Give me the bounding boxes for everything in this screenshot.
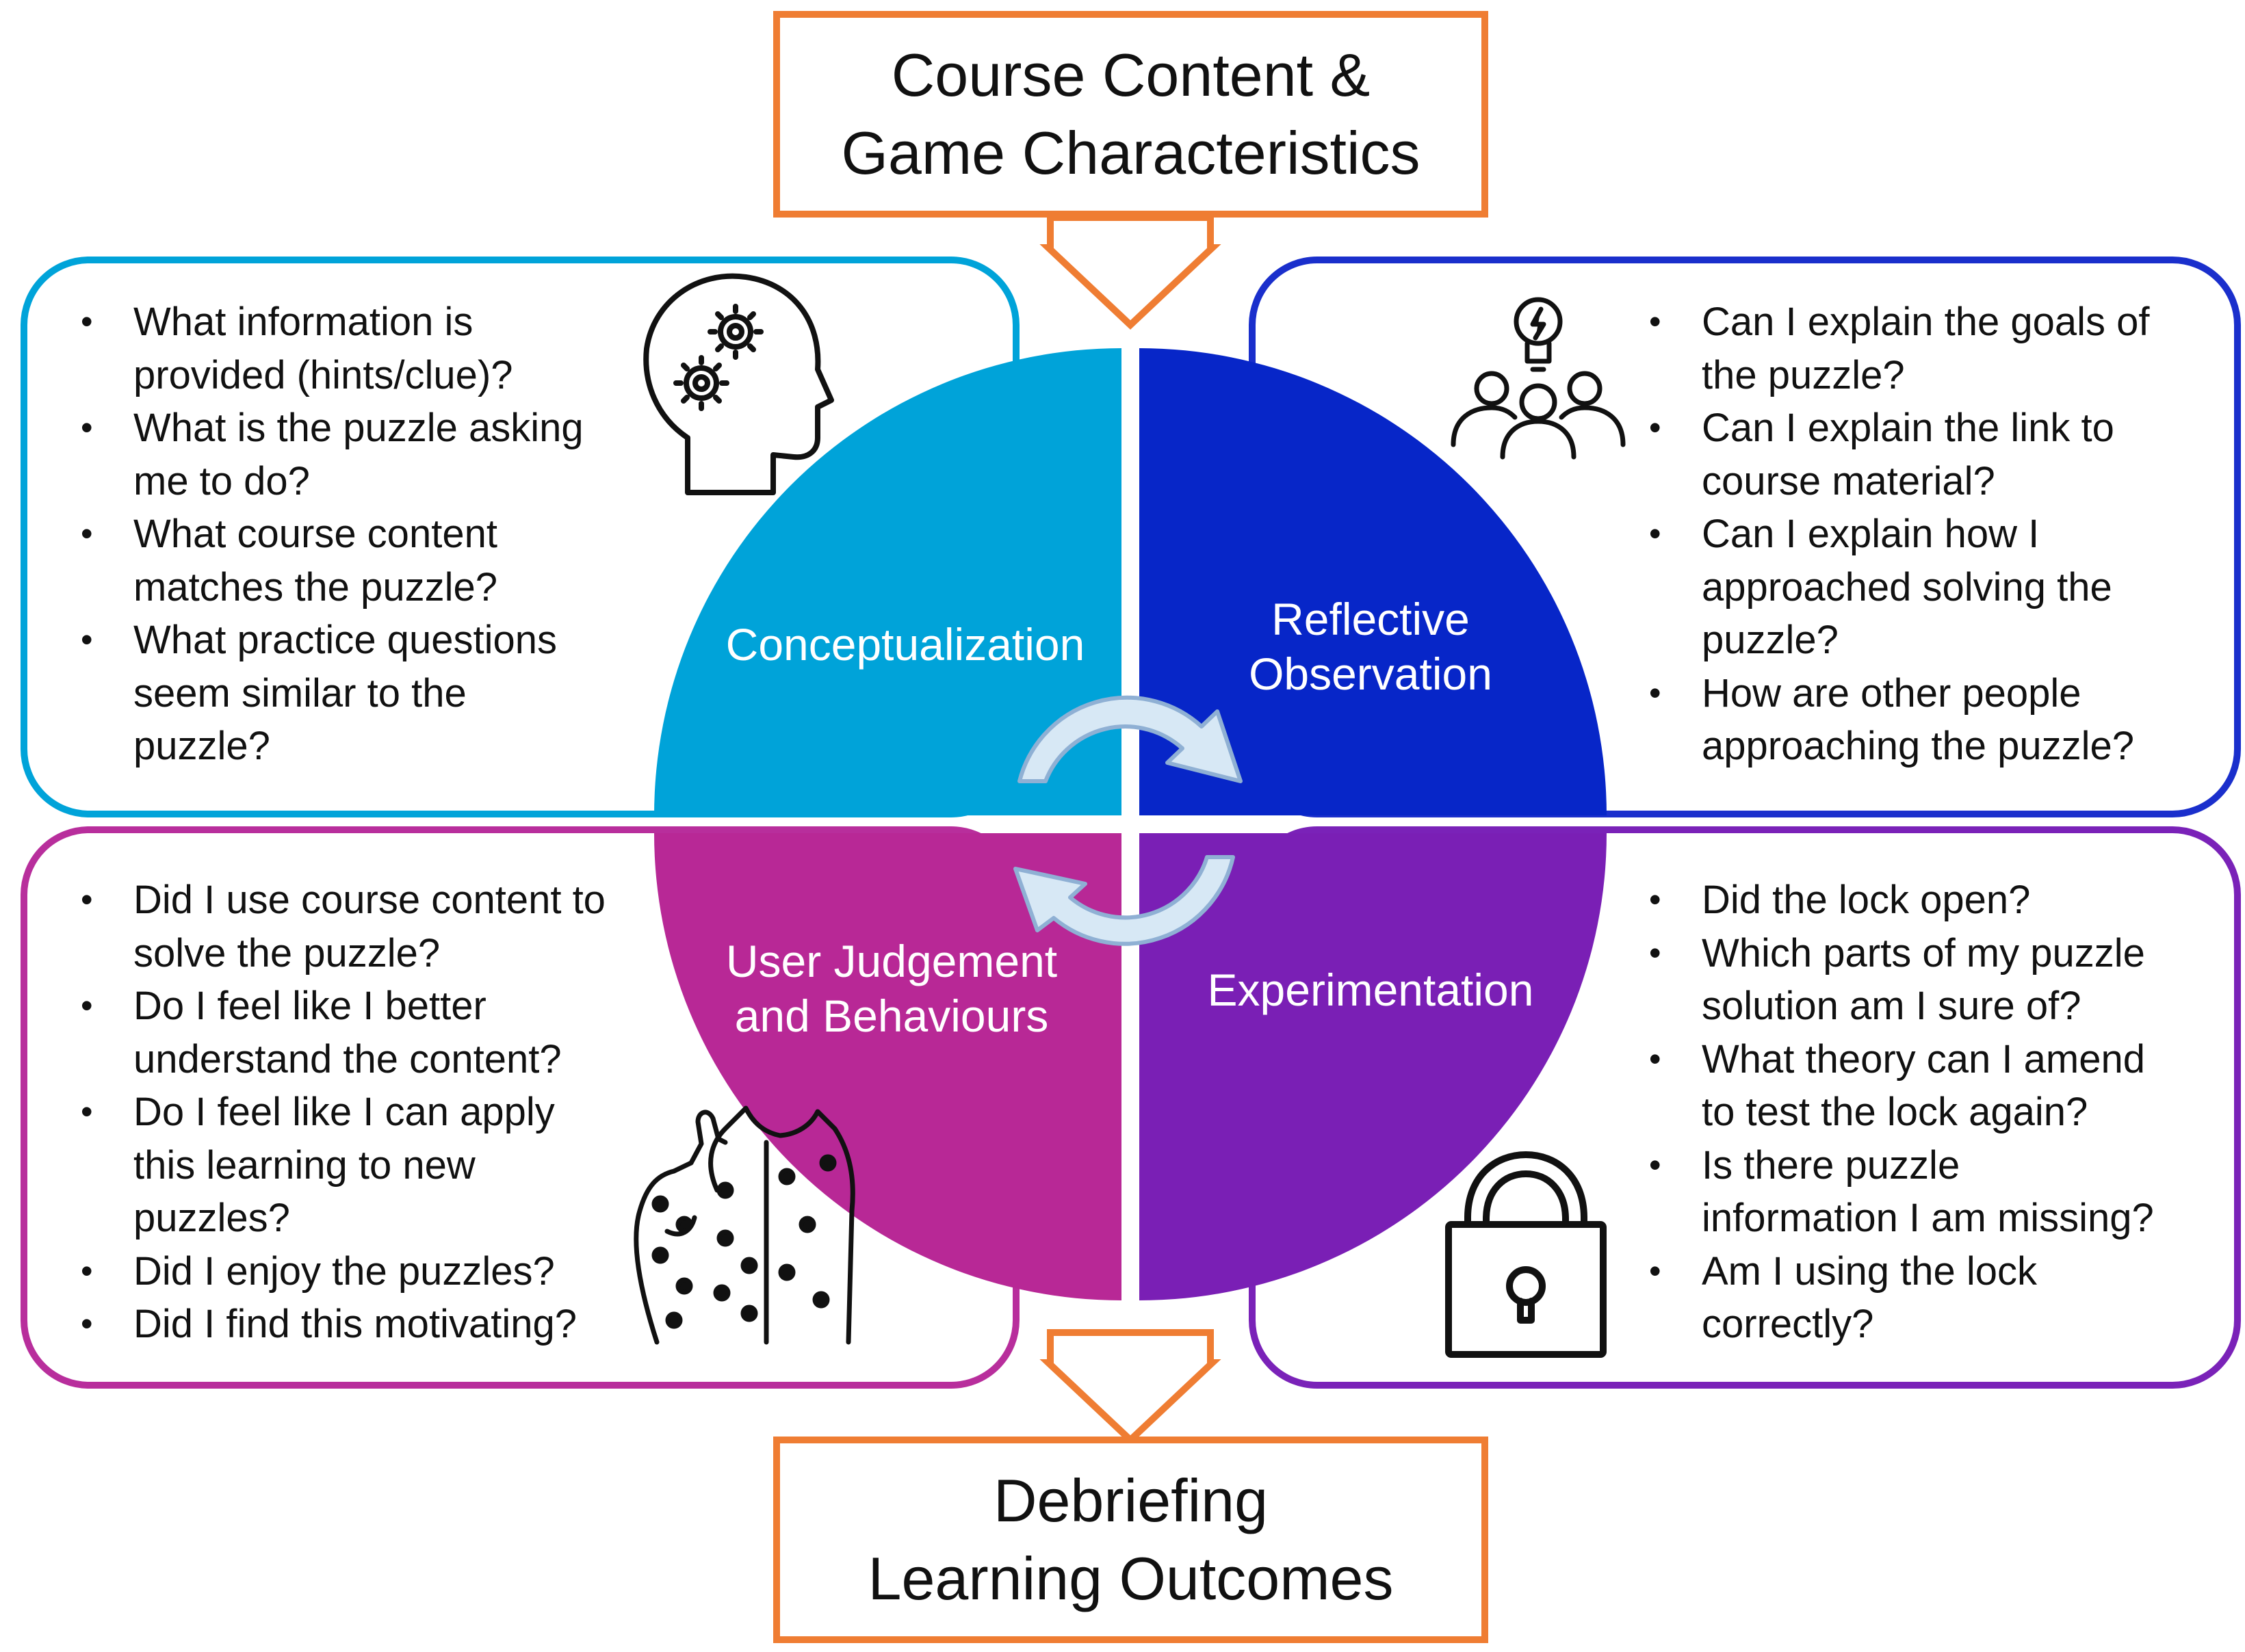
- question-item: Did the lock open?: [1649, 874, 2154, 927]
- question-line: understand the content?: [133, 1036, 562, 1081]
- question-item: Which parts of my puzzle solution am I su…: [1649, 927, 2154, 1033]
- question-line: correctly?: [1702, 1302, 1874, 1346]
- cycle-arrow-bottom-icon: [1013, 855, 1235, 946]
- question-line: provided (hints/clue)?: [133, 352, 513, 397]
- question-line: solution am I sure of?: [1702, 984, 2081, 1028]
- experimentation-label: Experimentation: [1208, 965, 1534, 1015]
- question-line: How are other people: [1702, 670, 2081, 716]
- question-item: Can I explain how I approached solving th…: [1649, 508, 2150, 667]
- question-line: me to do?: [133, 458, 310, 503]
- question-line: Did I find this motivating?: [133, 1302, 577, 1346]
- question-item: Can I explain the link to course material…: [1649, 402, 2150, 508]
- input-down-arrow-icon: [1039, 214, 1221, 330]
- experimentation-wedge: [1139, 833, 1607, 1300]
- question-line: What practice questions: [133, 618, 557, 662]
- question-line: Can I explain the link to: [1702, 406, 2114, 450]
- question-line: Is there puzzle: [1702, 1142, 1960, 1188]
- team-idea-icon: [1451, 297, 1626, 460]
- user-judgement-label-line2: and Behaviours: [735, 991, 1049, 1041]
- course-content-box: Course Content & Game Characteristics: [773, 11, 1488, 218]
- question-item: Did I enjoy the puzzles?: [81, 1245, 606, 1298]
- question-line: puzzles?: [133, 1196, 290, 1240]
- output-down-arrow-icon: [1039, 1329, 1221, 1445]
- question-line: solve the puzzle?: [133, 930, 441, 975]
- question-line: course material?: [1702, 458, 1995, 503]
- question-line: Which parts of my puzzle: [1702, 930, 2145, 975]
- experimentation-questions: Did the lock open? Which parts of my puzz…: [1649, 874, 2154, 1351]
- question-item: What is the puzzle asking me to do?: [81, 402, 584, 508]
- question-item: What information is provided (hints/clue)…: [81, 296, 584, 402]
- question-line: Did I enjoy the puzzles?: [133, 1248, 555, 1294]
- question-line: approached solving the: [1702, 564, 2112, 609]
- question-line: seem similar to the: [133, 670, 467, 716]
- question-line: Can I explain how I: [1702, 512, 2040, 556]
- question-line: Do I feel like I better: [133, 984, 486, 1028]
- question-line: Can I explain the goals of: [1702, 300, 2150, 344]
- reflective-observation-label-line2: Observation: [1249, 648, 1492, 699]
- question-line: this learning to new: [133, 1142, 476, 1188]
- reflective-observation-wedge: [1139, 348, 1607, 815]
- question-line: Am I using the lock: [1702, 1248, 2037, 1294]
- conceptualization-questions: What information is provided (hints/clue)…: [81, 296, 584, 773]
- question-item: Did I find this motivating?: [81, 1298, 606, 1351]
- head-gears-icon: [643, 273, 834, 495]
- question-line: What theory can I amend: [1702, 1036, 2145, 1081]
- question-line: What course content: [133, 512, 497, 556]
- question-line: approaching the puzzle?: [1702, 724, 2135, 768]
- question-item: What practice questions seem similar to t…: [81, 614, 584, 773]
- question-item: Am I using the lock correctly?: [1649, 1245, 2154, 1351]
- question-line: information I am missing?: [1702, 1196, 2154, 1240]
- question-line: What is the puzzle asking: [133, 406, 584, 450]
- question-line: Did the lock open?: [1702, 878, 2031, 922]
- question-line: Do I feel like I can apply: [133, 1090, 555, 1134]
- thumbs-up-person-icon: [634, 1105, 855, 1345]
- question-line: puzzle?: [133, 724, 270, 768]
- user-judgement-questions: Did I use course content to solve the puz…: [81, 874, 606, 1351]
- user-judgement-wedge: [654, 833, 1121, 1300]
- course-content-line1: Course Content &: [891, 41, 1371, 109]
- question-line: the puzzle?: [1702, 352, 1905, 397]
- question-line: to test the lock again?: [1702, 1090, 2088, 1134]
- debriefing-line1: Debriefing: [993, 1467, 1269, 1534]
- debriefing-box: Debriefing Learning Outcomes: [773, 1437, 1488, 1643]
- question-item: What theory can I amend to test the lock …: [1649, 1033, 2154, 1139]
- question-line: matches the puzzle?: [133, 564, 497, 609]
- cycle-arrow-top-icon: [1017, 695, 1243, 783]
- conceptualization-wedge: [654, 348, 1121, 815]
- course-content-line2: Game Characteristics: [841, 119, 1420, 187]
- user-judgement-label-line1: User Judgement: [726, 936, 1057, 986]
- question-item: What course content matches the puzzle?: [81, 508, 584, 614]
- question-item: Do I feel like I can apply this learning …: [81, 1086, 606, 1245]
- question-item: Can I explain the goals of the puzzle?: [1649, 296, 2150, 402]
- question-item: How are other people approaching the puzz…: [1649, 667, 2150, 773]
- conceptualization-label: Conceptualization: [726, 619, 1085, 670]
- debriefing-line2: Learning Outcomes: [868, 1545, 1394, 1612]
- reflective-observation-label-line1: Reflective: [1271, 594, 1470, 644]
- question-item: Do I feel like I better understand the co…: [81, 980, 606, 1086]
- padlock-icon: [1445, 1151, 1607, 1358]
- question-line: Did I use course content to: [133, 878, 606, 922]
- question-item: Is there puzzle information I am missing?: [1649, 1139, 2154, 1245]
- question-line: puzzle?: [1702, 618, 1839, 662]
- question-item: Did I use course content to solve the puz…: [81, 874, 606, 980]
- question-line: What information is: [133, 300, 473, 344]
